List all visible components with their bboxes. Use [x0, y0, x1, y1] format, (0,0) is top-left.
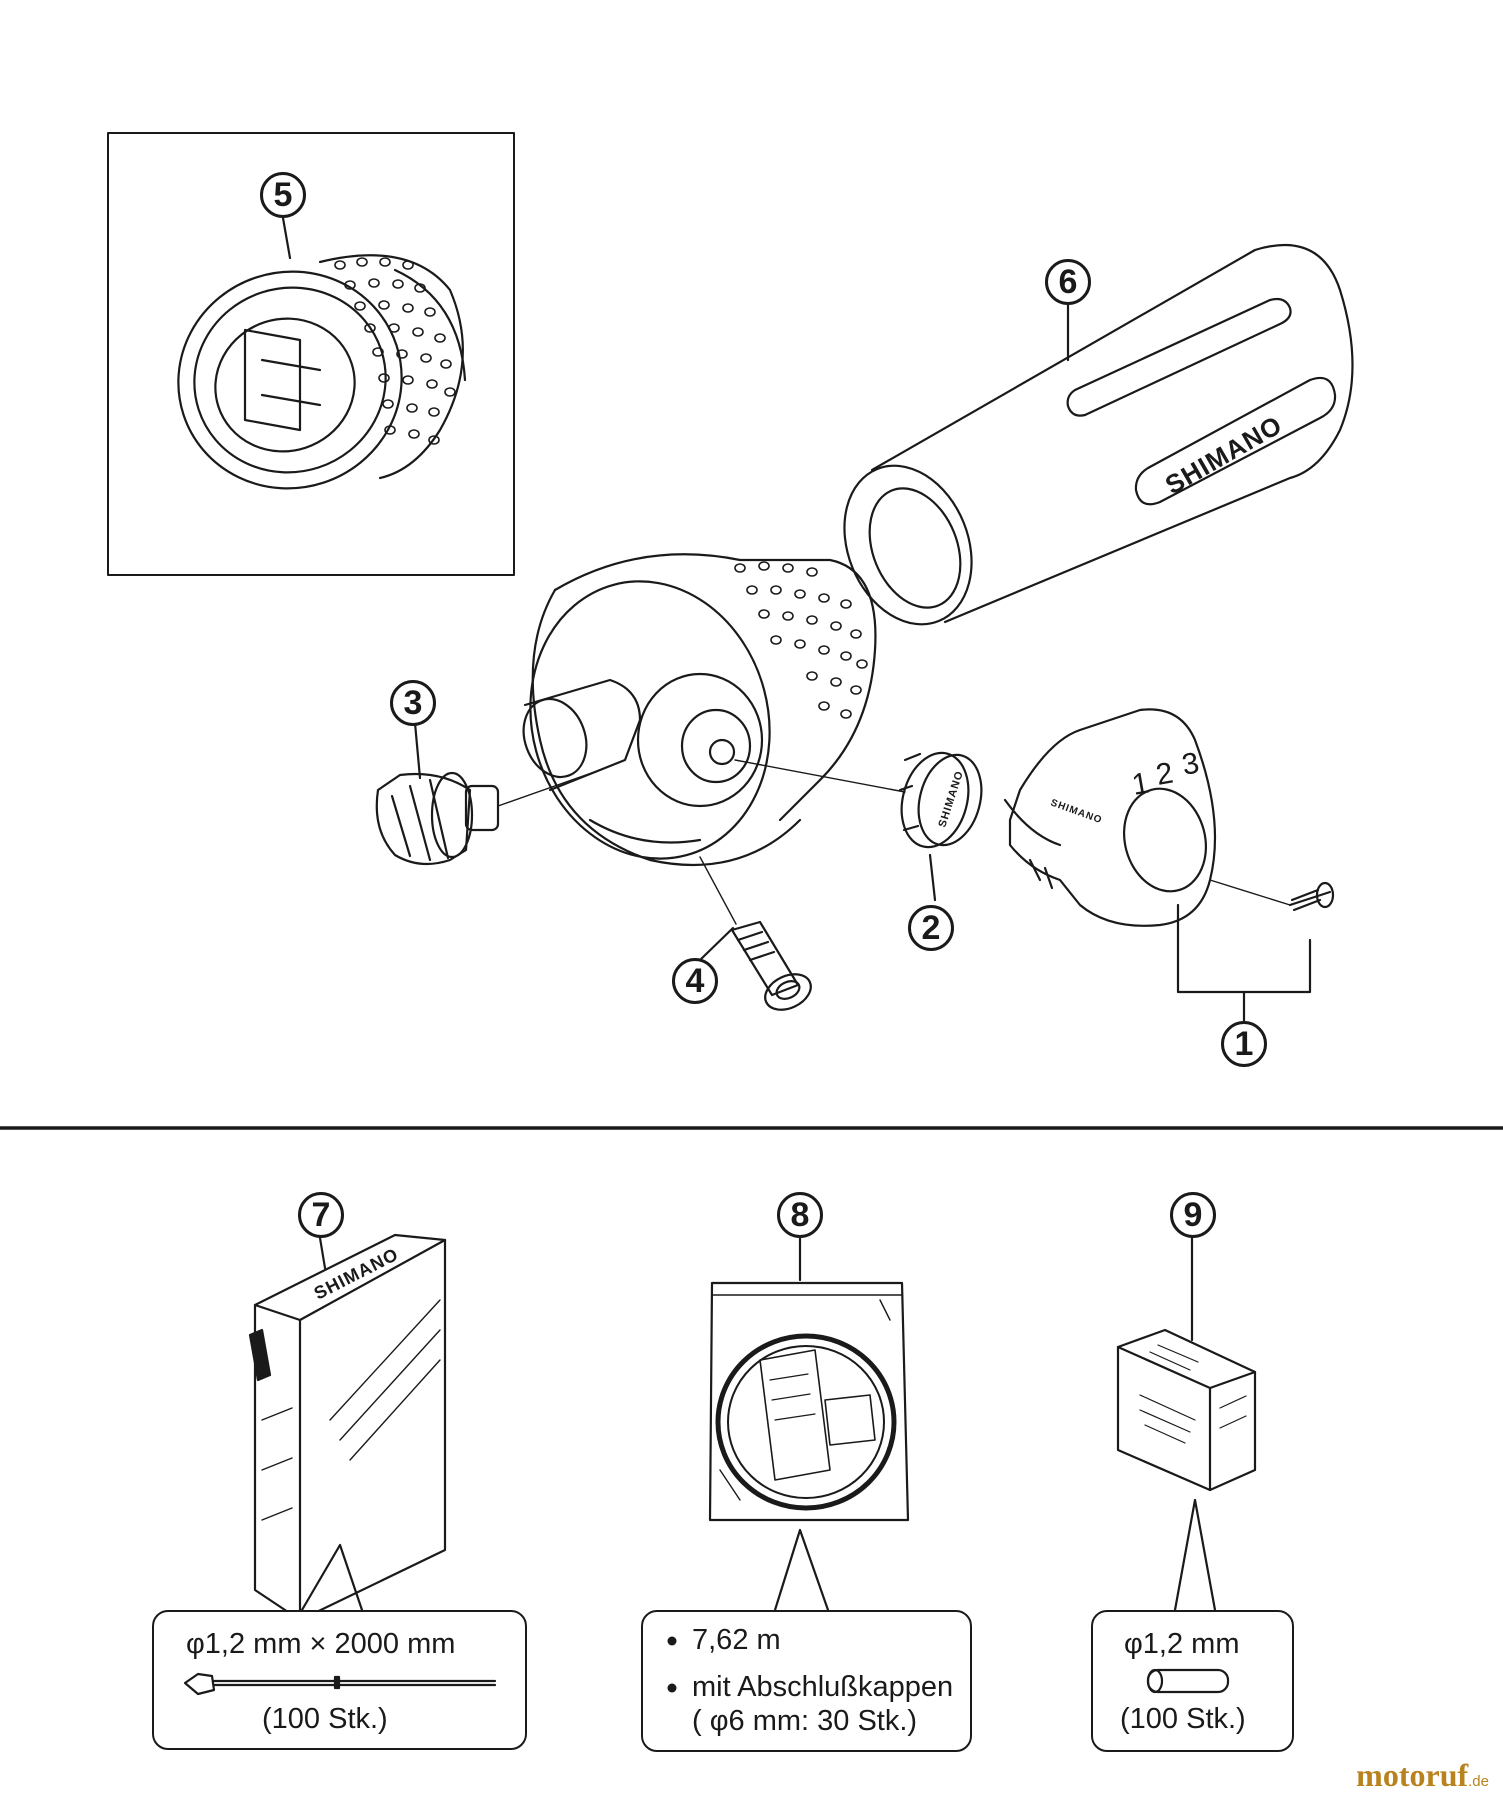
ferrule-icon-9-overlay: [1146, 1668, 1230, 1694]
callout-5: 5: [260, 172, 306, 218]
ferrule-box-drawing: [1116, 1328, 1257, 1492]
spec-box-8: [641, 1610, 972, 1752]
leader-3: [413, 721, 422, 780]
indicator-screw-drawing: [1288, 881, 1335, 912]
axis-line-2: [734, 759, 906, 793]
spec-7-size: φ1,2 mm × 2000 mm: [186, 1628, 456, 1660]
leader-2: [928, 853, 937, 902]
axis-line-4: [699, 856, 737, 925]
watermark-main: motoruf: [1356, 1757, 1469, 1793]
indicator-number-1: 1: [1129, 766, 1151, 801]
callout-8: 8: [777, 1192, 823, 1238]
spec-7-qty: (100 Stk.): [262, 1703, 388, 1735]
cable-bag-drawing: [708, 1281, 910, 1522]
callout-4: 4: [672, 958, 718, 1004]
leader-5: [281, 216, 292, 260]
leader-7: [318, 1236, 327, 1270]
callout-1: 1: [1221, 1021, 1267, 1067]
callout-2: 2: [908, 905, 954, 951]
watermark-suffix: .de: [1468, 1773, 1489, 1790]
spec-connector-8: [773, 1528, 830, 1612]
spec-9-size: φ1,2 mm: [1124, 1628, 1240, 1660]
callout-6: 6: [1045, 259, 1091, 305]
bullet-caps: [667, 1683, 677, 1693]
bullet-7-62: [667, 1636, 677, 1646]
cable-adjuster-drawing: [375, 771, 500, 866]
watermark-logo: motoruf.de: [1356, 1757, 1489, 1794]
callout-3: 3: [390, 680, 436, 726]
spec-9-qty: (100 Stk.): [1120, 1703, 1246, 1735]
shifter-body-drawing: [522, 553, 877, 866]
body-perforation: [734, 561, 868, 719]
callout-7: 7: [298, 1192, 344, 1238]
spec-connector-9: [1173, 1498, 1217, 1612]
leader-4: [698, 926, 735, 962]
cable-icon-7-overlay: [183, 1672, 497, 1696]
axis-line-3: [497, 769, 601, 807]
bell-cap-drawing: [177, 254, 467, 490]
detail-inset-frame: [107, 132, 515, 576]
spec-8-caps: mit Abschlußkappen: [692, 1671, 954, 1703]
callout-9: 9: [1170, 1192, 1216, 1238]
indicator-number-3: 3: [1179, 746, 1201, 781]
indicator-number-2: 2: [1153, 756, 1175, 791]
spec-box-9: [1091, 1610, 1294, 1752]
spec-connector-7: [300, 1543, 364, 1612]
spec-8-cap-qty: ( φ6 mm: 30 Stk.): [692, 1705, 918, 1737]
spec-8-length: 7,62 m: [692, 1624, 781, 1656]
indicator-numerals: 1 2 3: [1129, 746, 1201, 801]
clamp-bolt-drawing: [730, 920, 812, 1011]
perforation-holes: [334, 257, 456, 445]
screw-axis: [1209, 879, 1291, 906]
